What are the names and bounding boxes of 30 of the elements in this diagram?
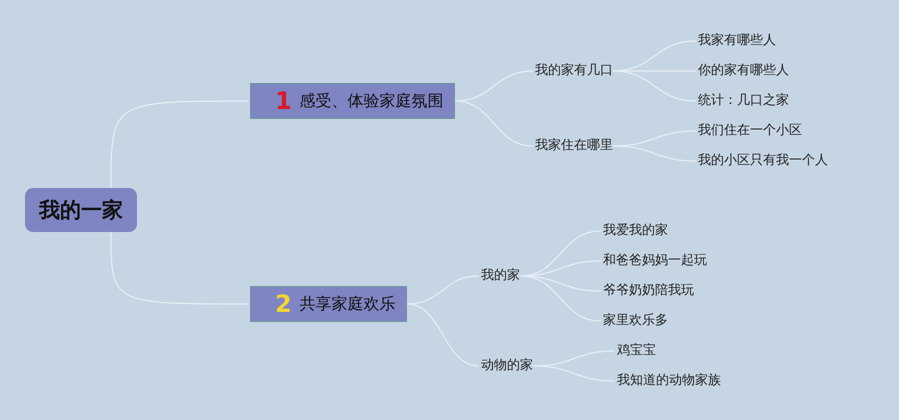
topic-number: 2 [275, 290, 292, 318]
subtopic-label: 爷爷奶奶陪我玩 [603, 282, 694, 300]
subtopic-label: 家里欢乐多 [603, 312, 668, 330]
root-topic-box: 我的一家 [25, 188, 137, 232]
subtopic-label: 你的家有哪些人 [698, 62, 789, 80]
subtopic-label: 鸡宝宝 [617, 342, 656, 360]
subtopic-label: 我的小区只有我一个人 [698, 152, 828, 170]
subtopic-label: 我家住在哪里 [535, 137, 613, 155]
subtopic-label: 我的家有几口 [535, 62, 613, 80]
subtopic-label: 我家有哪些人 [698, 32, 776, 50]
connector-line [532, 365, 616, 382]
topic-number: 1 [275, 87, 292, 115]
connector-line [110, 100, 248, 188]
topic-label: 共享家庭欢乐 [300, 294, 396, 314]
subtopic-label: 我知道的动物家族 [617, 372, 721, 390]
connector-line [612, 145, 696, 162]
subtopic-label: 我爱我的家 [603, 222, 668, 240]
subtopic-label: 统计：几口之家 [698, 92, 789, 110]
subtopic-label: 我们住在一个小区 [698, 122, 802, 140]
connector-line [612, 70, 696, 102]
subtopic-label: 和爸爸妈妈一起玩 [603, 252, 707, 270]
connector-line [406, 303, 480, 367]
branch-topic-box [250, 286, 407, 322]
connector-line [520, 275, 602, 322]
subtopic-label: 我的家 [481, 267, 520, 285]
connector-line [110, 232, 248, 305]
branch-topic-box [250, 83, 455, 119]
topic-label: 感受、体验家庭氛围 [300, 90, 444, 112]
connector-line [454, 100, 534, 147]
subtopic-label: 动物的家 [481, 357, 533, 375]
